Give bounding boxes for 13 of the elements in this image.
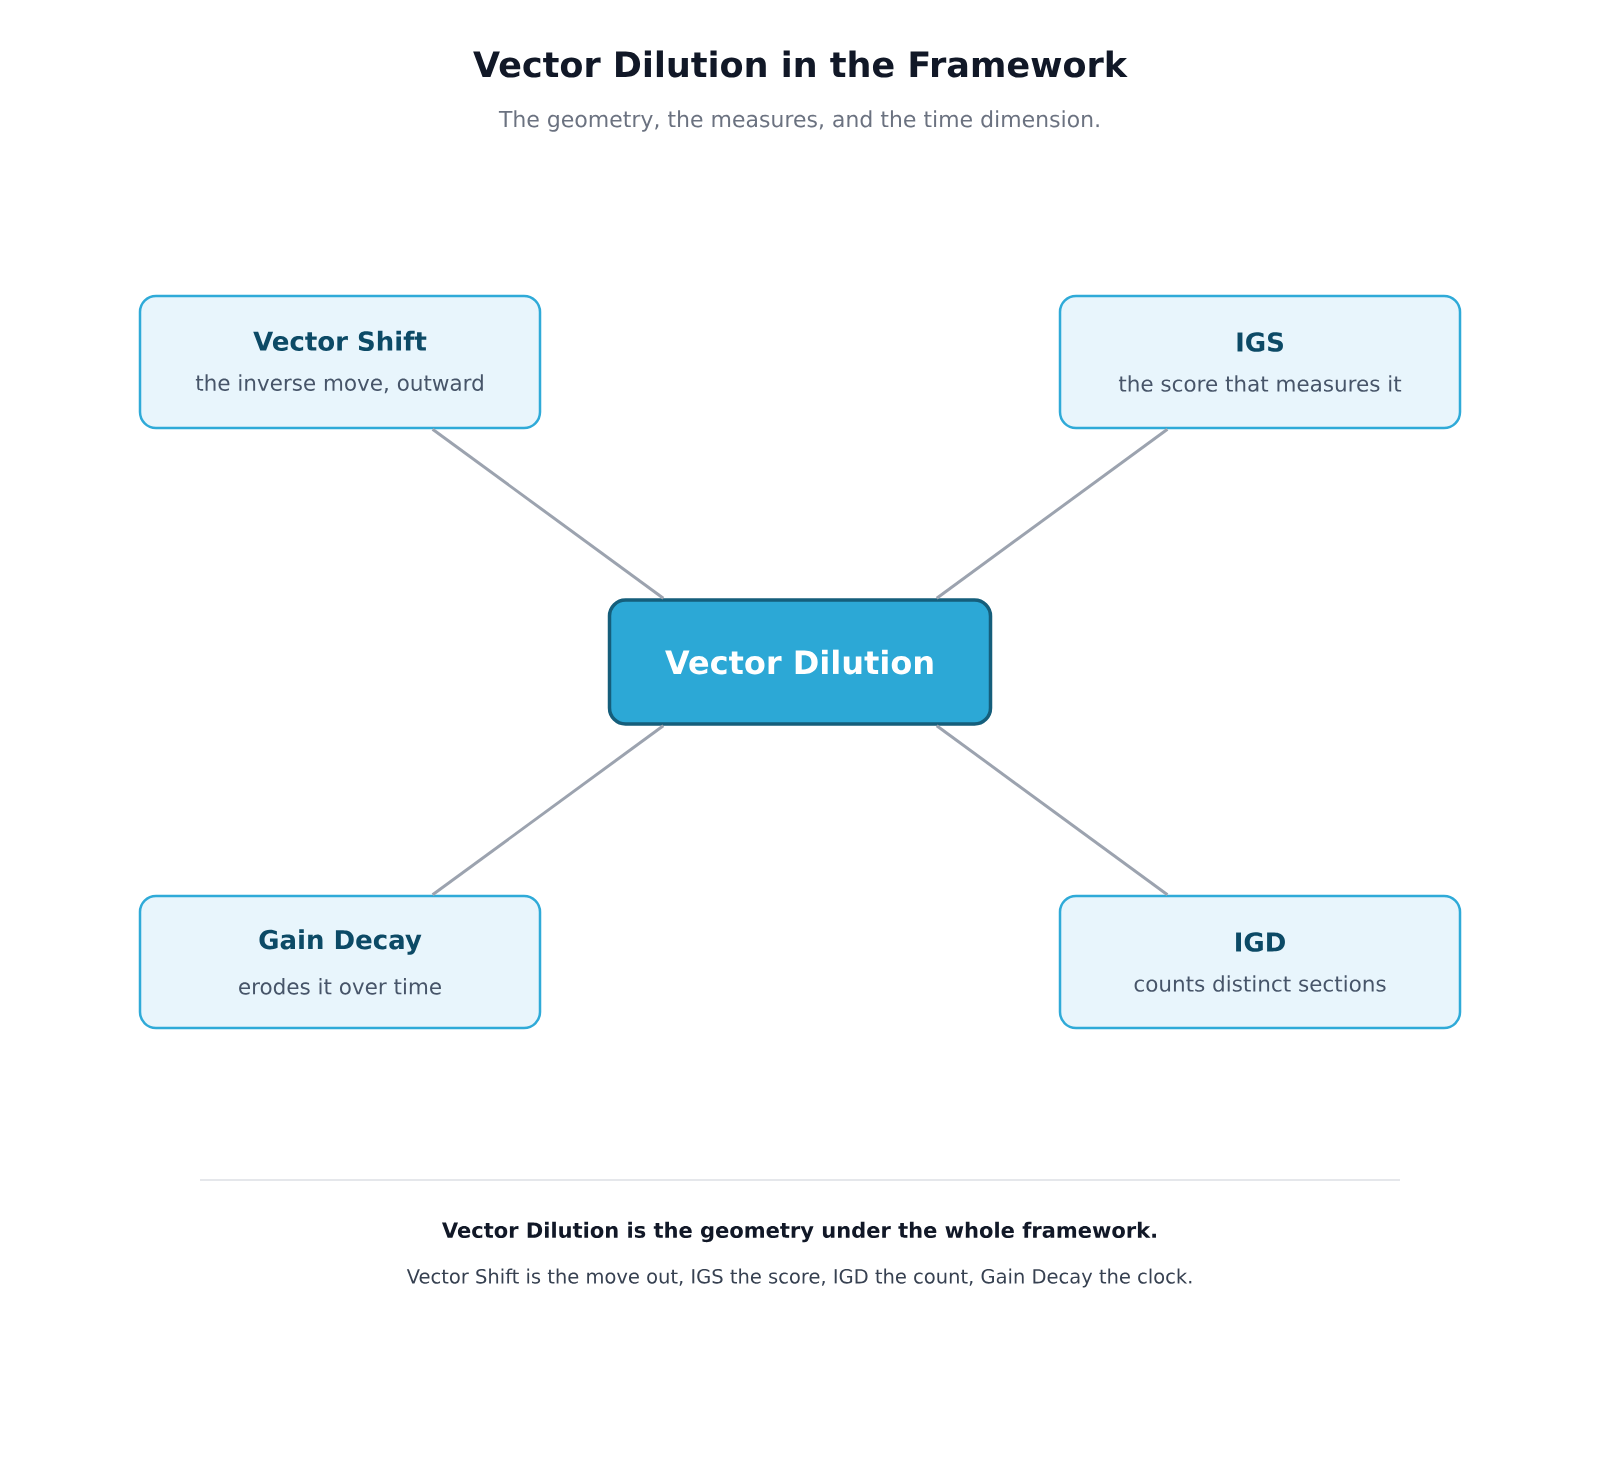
connector-line [431,428,665,600]
connector-line [935,428,1169,600]
summary-text: Vector Shift is the move out, IGS the score, IGD the count, Gain Decay the clock. [406,1268,1192,1288]
summary-heading: Vector Dilution is the geometry under the whole framework. [442,1221,1156,1243]
title: Vector Dilution in the Framework [473,50,1128,78]
concept-box: IGS the score that measures it [1058,294,1462,430]
connector-line [431,724,665,896]
concept-box: Vector Shift the inverse move, outward [138,294,542,430]
concept-box: Gain Decay erodes it over time [138,894,542,1030]
concept-box: IGD counts distinct sections [1058,894,1462,1030]
connector-line [935,724,1169,896]
subtitle: The geometry, the measures, and the time dimension. [498,110,1099,132]
central-box: Vector Dilution [607,598,993,726]
